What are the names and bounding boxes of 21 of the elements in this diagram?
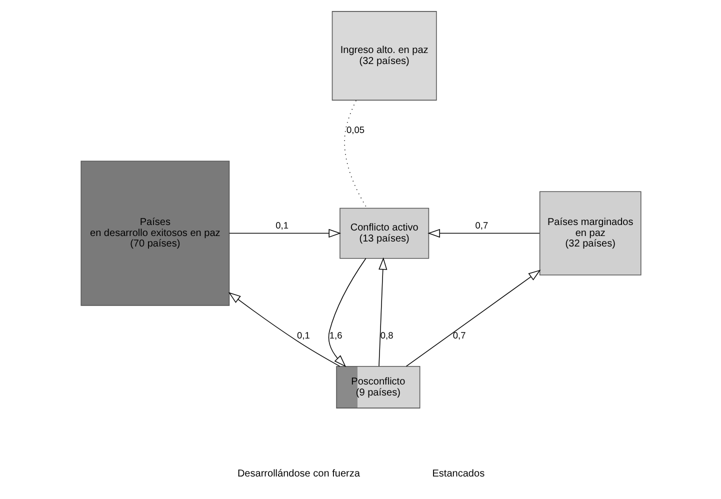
node-box: Ingreso alto. en paz (32 países) xyxy=(331,11,436,101)
arrow xyxy=(378,257,387,367)
arrow xyxy=(405,270,540,367)
arrow xyxy=(228,292,340,367)
edge-label: 0,1 xyxy=(275,220,288,230)
label: Estancados xyxy=(432,468,484,480)
node-box: Posconflicto (9 países) xyxy=(336,366,420,408)
arrow xyxy=(228,228,341,238)
node-box: Países marginados en paz (32 países) xyxy=(538,191,641,276)
edge-label: 1,6 xyxy=(328,330,342,340)
edge-label: 0,7 xyxy=(452,330,466,340)
label: Desarrollándose con fuerza xyxy=(236,468,360,480)
node-box: Países en desarrollo exitosos en paz (70 países) xyxy=(80,160,230,306)
arrow xyxy=(427,228,540,238)
edge-label: 0,05 xyxy=(346,125,364,136)
edge-label: 0,8 xyxy=(380,330,393,340)
edge-label: 0,1 xyxy=(296,330,310,340)
edge-label: 0,7 xyxy=(474,220,488,230)
arrow xyxy=(328,258,366,367)
connector xyxy=(344,100,367,208)
node-box: Conflicto activo (13 países) xyxy=(339,208,429,259)
